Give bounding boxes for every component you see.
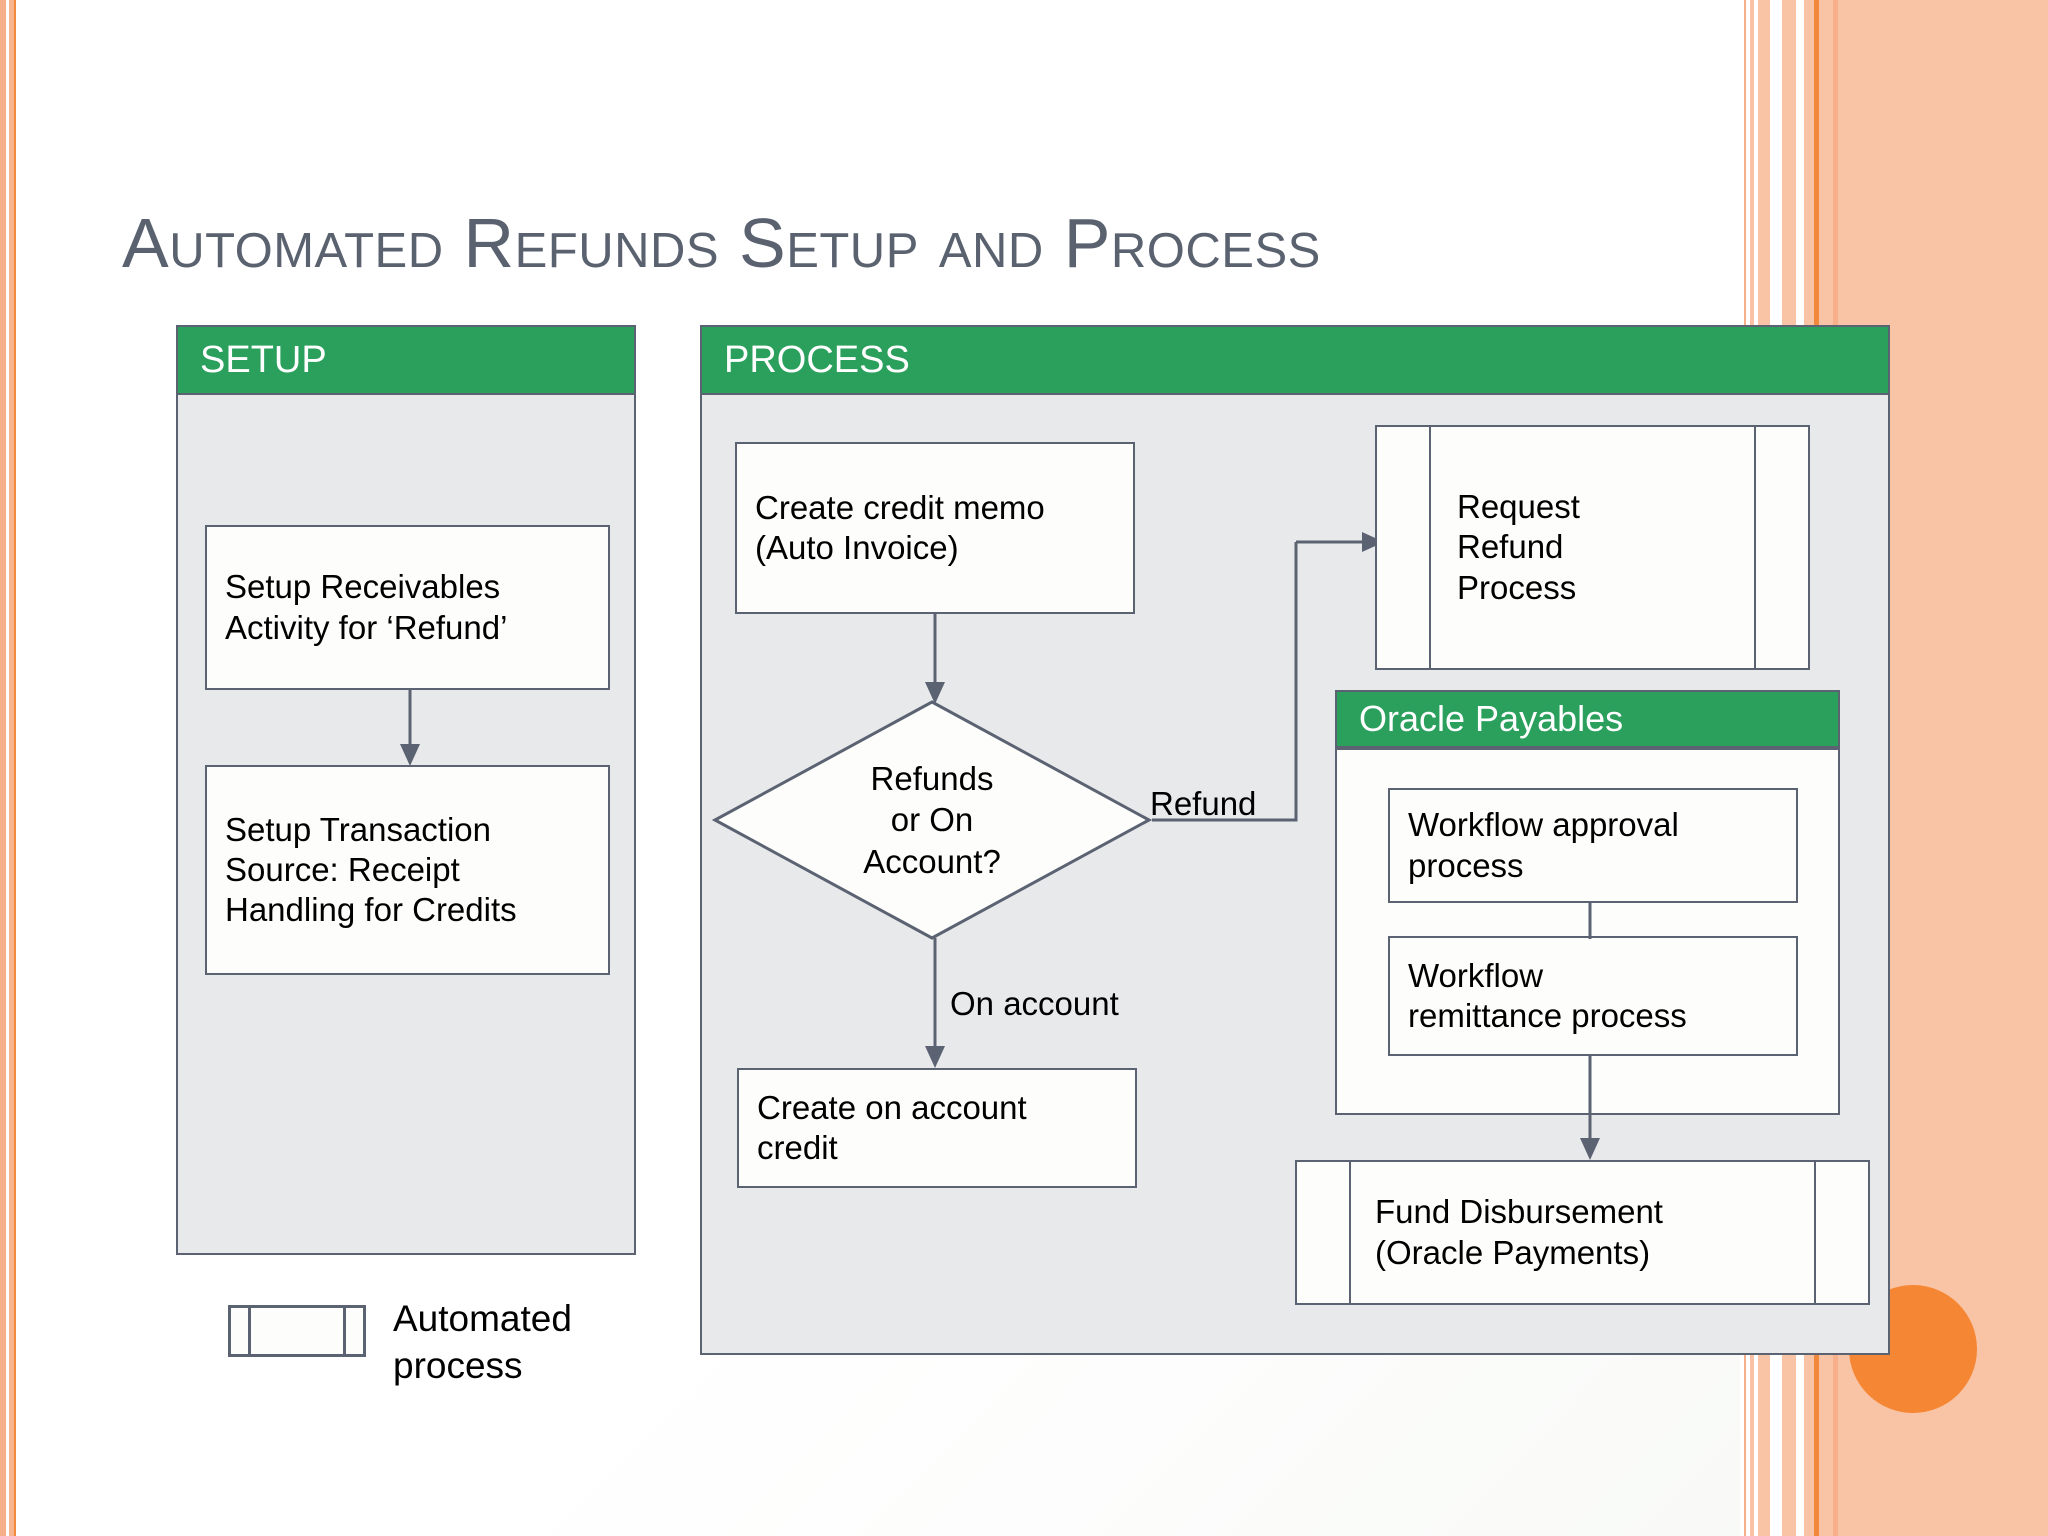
edge-label-on-account: On account [950,985,1119,1022]
box-setup-receivables-activity-label: Setup Receivables Activity for ‘Refund’ [225,568,508,646]
legend-label: Automated process [393,1298,572,1387]
left-edge-stripe-1 [0,0,6,1536]
box-fund-disbursement-label: Fund Disbursement (Oracle Payments) [1375,1193,1663,1271]
box-request-refund-process-label: Request Refund Process [1457,488,1580,606]
box-fund-disbursement[interactable]: Fund Disbursement (Oracle Payments) [1295,1160,1870,1305]
connector-approval-to-remittance [1588,901,1592,939]
box-setup-transaction-source-label: Setup Transaction Source: Receipt Handli… [225,810,517,929]
setup-panel-header: SETUP [176,325,636,395]
box-create-on-account-credit[interactable]: Create on account credit [737,1068,1137,1188]
connector-credit-memo-to-decision [925,612,945,704]
box-workflow-approval-process-label: Workflow approval process [1408,806,1679,884]
oracle-payables-header: Oracle Payables [1335,690,1840,748]
left-edge-stripe-2 [6,0,9,1536]
box-workflow-approval-process[interactable]: Workflow approval process [1388,788,1798,903]
left-edge-stripe-4 [14,0,16,1536]
legend: Automated process [228,1295,678,1415]
connector-decision-to-on-account [925,938,945,1068]
edge-label-refund: Refund [1150,785,1257,822]
process-panel-header: PROCESS [700,325,1890,395]
connector-decision-to-request-refund [1152,532,1384,822]
box-workflow-remittance-process[interactable]: Workflow remittance process [1388,936,1798,1056]
predefined-process-icon [228,1305,366,1357]
connector-setup-receivables-to-transaction [400,688,420,766]
box-request-refund-process[interactable]: Request Refund Process [1375,425,1810,670]
left-edge-stripe-3 [9,0,14,1536]
page-title: Automated Refunds Setup and Process [122,204,1321,282]
box-create-on-account-credit-label: Create on account credit [757,1088,1027,1166]
box-create-credit-memo[interactable]: Create credit memo (Auto Invoice) [735,442,1135,614]
box-create-credit-memo-label: Create credit memo (Auto Invoice) [755,488,1045,566]
decision-refunds-or-on-account[interactable]: Refunds or On Account? [712,700,1152,940]
connector-remittance-to-fund-disbursement [1580,1054,1600,1160]
box-setup-transaction-source[interactable]: Setup Transaction Source: Receipt Handli… [205,765,610,975]
box-setup-receivables-activity[interactable]: Setup Receivables Activity for ‘Refund’ [205,525,610,690]
diamond-shape [712,700,1152,940]
box-workflow-remittance-process-label: Workflow remittance process [1408,956,1687,1034]
